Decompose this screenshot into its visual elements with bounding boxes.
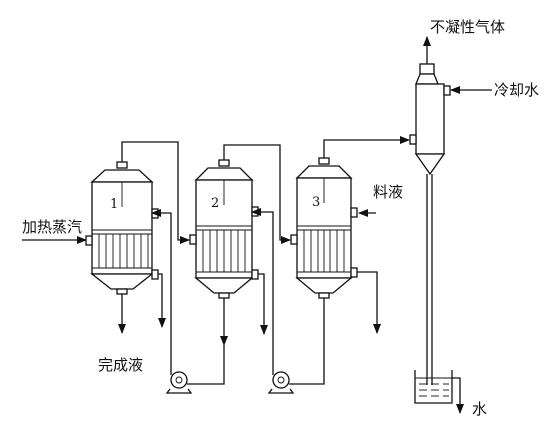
evaporator-2: 2 [189, 150, 259, 299]
evaporator-3-number: 3 [312, 195, 320, 210]
evaporator-3: 3 [290, 147, 358, 299]
evaporator-1: 1 [85, 153, 159, 295]
condenser [409, 63, 451, 176]
finished-liquid-label: 完成液 [98, 356, 143, 374]
condensate-drain-3 [357, 271, 381, 334]
vapor-2-pipe [223, 144, 291, 244]
pump-2 [267, 371, 295, 394]
heating-steam-label: 加热蒸汽 [22, 218, 82, 236]
water-outlet-pipe [452, 377, 464, 414]
evaporator-1-number: 1 [110, 197, 118, 212]
tube-bundle-2 [202, 230, 246, 272]
pump-2-discharge [251, 208, 274, 375]
feed-liquid-label: 料液 [373, 183, 403, 201]
vapor-3-pipe [323, 136, 410, 147]
condensate-drain-2 [258, 273, 268, 335]
pump-1-suction [187, 345, 225, 385]
pump-1 [165, 371, 193, 394]
water-tank [414, 370, 453, 404]
noncondensable-gas-label: 不凝性气体 [430, 18, 505, 36]
vapor-1-pipe [121, 141, 190, 244]
tube-bundle-3 [303, 230, 345, 272]
condensate-drain-1 [158, 273, 166, 328]
cooling-water-label: 冷却水 [494, 81, 539, 99]
evaporator-2-number: 2 [211, 196, 219, 211]
tube-bundle-1 [98, 234, 149, 268]
water-label: 水 [472, 400, 487, 418]
pump-2-suction [289, 298, 325, 385]
pump-1-discharge [151, 209, 172, 375]
piping [22, 36, 492, 414]
